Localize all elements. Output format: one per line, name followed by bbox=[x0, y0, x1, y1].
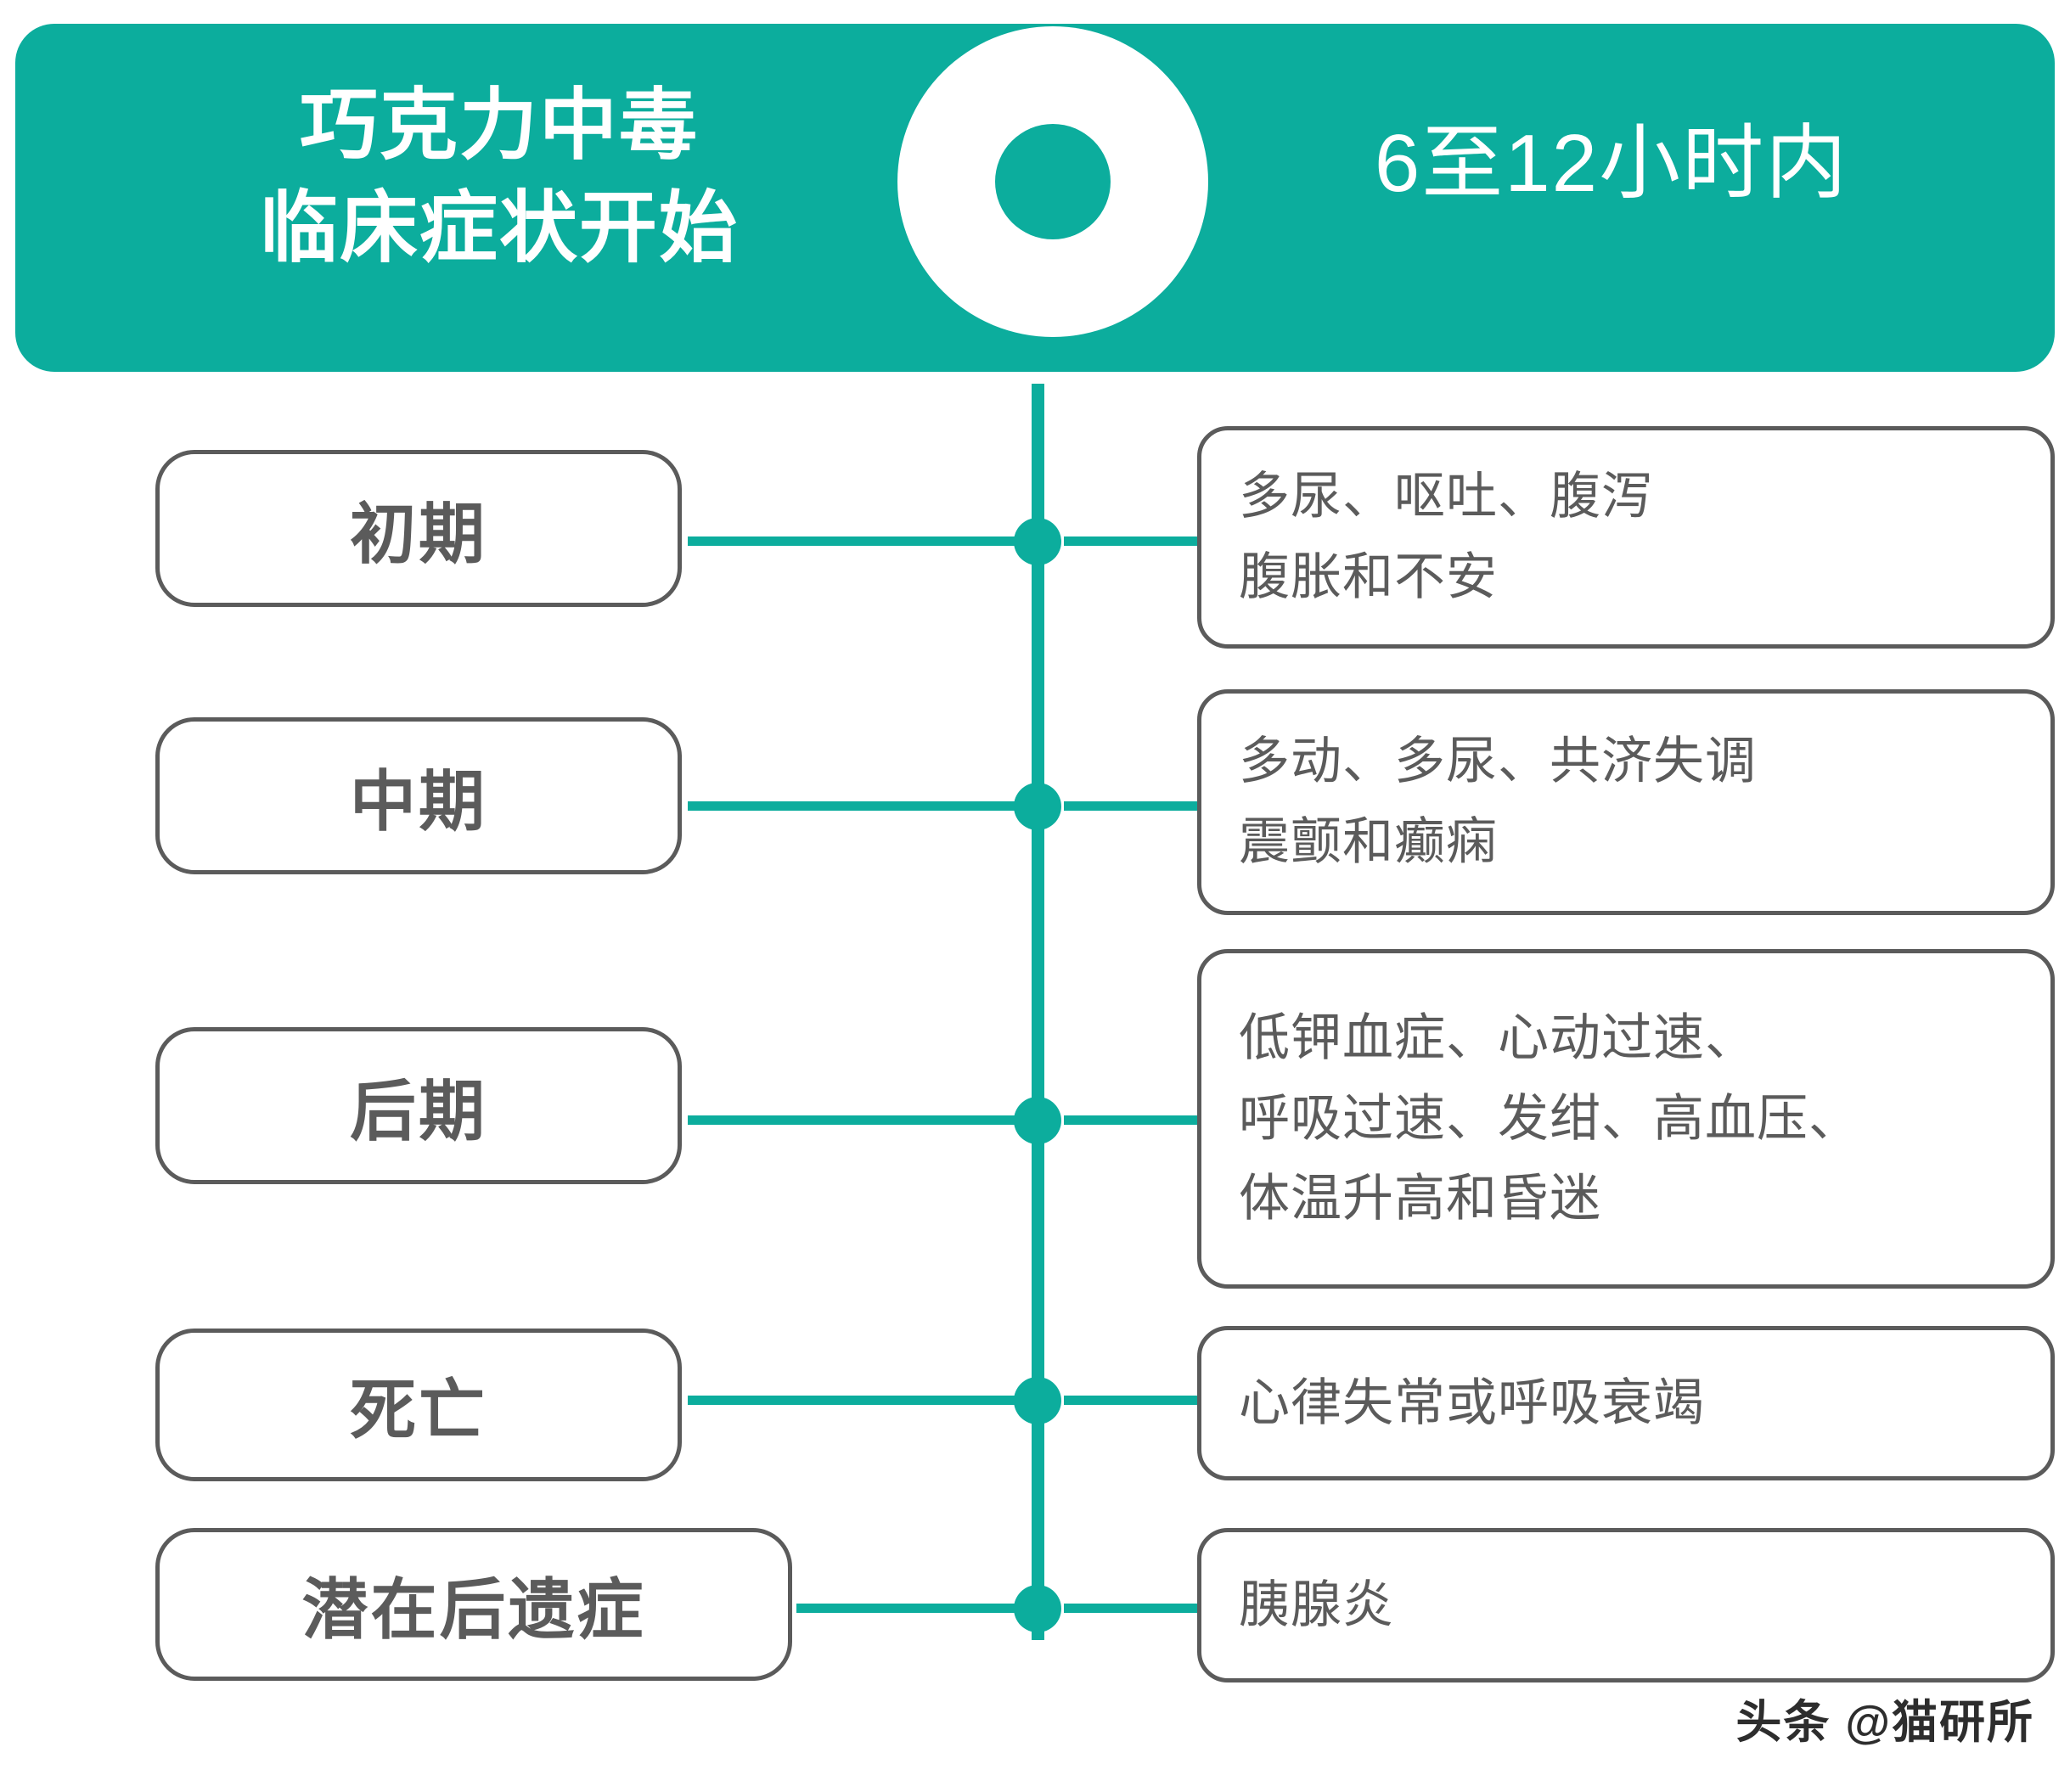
timeline-dot-5 bbox=[1014, 1585, 1061, 1632]
symptom-box-4[interactable]: 心律失常或呼吸衰竭 bbox=[1197, 1326, 2055, 1480]
symptom-line: 胰腺炎 bbox=[1239, 1576, 1394, 1633]
symptom-line: 心律失常或呼吸衰竭 bbox=[1239, 1373, 1705, 1431]
stage-box-1[interactable]: 初期 bbox=[155, 450, 682, 607]
connector-left-1 bbox=[688, 536, 1015, 546]
header-band: 巧克力中毒 临床症状开始 6至12小时内 bbox=[15, 24, 2055, 372]
stage-box-4[interactable]: 死亡 bbox=[155, 1329, 682, 1481]
symptom-line: 体温升高和昏迷 bbox=[1239, 1170, 1601, 1227]
page-title-line-2: 临床症状开始 bbox=[259, 185, 739, 272]
stage-box-2[interactable]: 中期 bbox=[155, 717, 682, 874]
connector-right-4 bbox=[1064, 1396, 1200, 1405]
connector-right-1 bbox=[1064, 536, 1200, 546]
connector-right-3 bbox=[1064, 1115, 1200, 1125]
stage-label-4: 死亡 bbox=[349, 1373, 487, 1447]
connector-left-2 bbox=[688, 801, 1015, 811]
connector-right-2 bbox=[1064, 801, 1200, 811]
stage-label-3: 后期 bbox=[349, 1073, 487, 1149]
stage-box-5[interactable]: 潜在后遗症 bbox=[155, 1528, 792, 1681]
symptom-line: 呼吸过速、发绀、高血压、 bbox=[1239, 1089, 1860, 1147]
page-title-line-1: 巧克力中毒 bbox=[299, 82, 699, 169]
timeline-dot-4 bbox=[1014, 1377, 1061, 1424]
timeline-dot-1 bbox=[1014, 518, 1061, 565]
timeframe-label: 6至12小时内 bbox=[1374, 118, 1849, 209]
connector-left-5 bbox=[796, 1604, 1015, 1613]
page-title: 巧克力中毒 临床症状开始 bbox=[117, 75, 881, 281]
watermark: 头条 @猫研所 bbox=[1735, 1697, 2034, 1748]
symptom-box-1[interactable]: 多尿、呕吐、腹泻 腹胀和不安 bbox=[1197, 426, 2055, 649]
symptom-line: 腹胀和不安 bbox=[1239, 548, 1498, 605]
symptom-line: 多动、多尿、共济失调 bbox=[1239, 733, 1757, 790]
symptom-box-2[interactable]: 多动、多尿、共济失调 震颤和癫痫 bbox=[1197, 689, 2055, 915]
symptom-box-5[interactable]: 胰腺炎 bbox=[1197, 1528, 2055, 1682]
symptom-line: 多尿、呕吐、腹泻 bbox=[1239, 468, 1653, 525]
connector-left-4 bbox=[688, 1396, 1015, 1405]
symptom-line: 低钾血症、心动过速、 bbox=[1239, 1008, 1757, 1066]
stage-label-1: 初期 bbox=[349, 496, 487, 571]
symptom-line: 震颤和癫痫 bbox=[1239, 813, 1498, 870]
stage-label-2: 中期 bbox=[349, 763, 487, 839]
timeline-spine bbox=[1032, 384, 1044, 1640]
stage-box-3[interactable]: 后期 bbox=[155, 1027, 682, 1184]
symptom-box-3[interactable]: 低钾血症、心动过速、 呼吸过速、发绀、高血压、 体温升高和昏迷 bbox=[1197, 949, 2055, 1289]
stage-label-5: 潜在后遗症 bbox=[301, 1572, 646, 1647]
connector-right-5 bbox=[1064, 1604, 1200, 1613]
timeline-hub-dot bbox=[995, 124, 1111, 239]
timeline-dot-2 bbox=[1014, 783, 1061, 830]
timeline-dot-3 bbox=[1014, 1097, 1061, 1144]
connector-left-3 bbox=[688, 1115, 1015, 1125]
